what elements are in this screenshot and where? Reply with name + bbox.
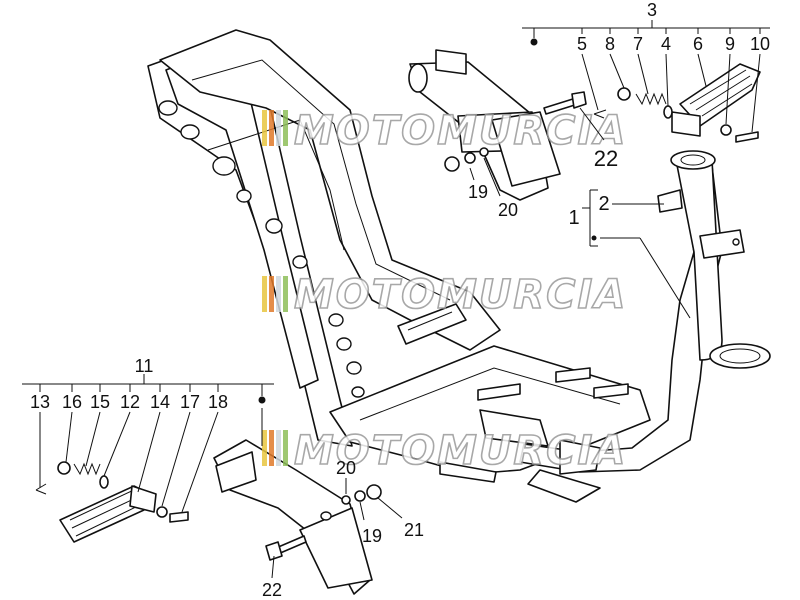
callout-18: 18 (208, 392, 228, 412)
washer-17 (156, 506, 168, 518)
callout-6: 6 (693, 34, 703, 54)
callout-4: 4 (661, 34, 671, 54)
watermark-1: MOTOMURCIA (262, 107, 627, 155)
washer-4 (663, 105, 673, 119)
callout-8: 8 (605, 34, 615, 54)
pin-13 (35, 483, 47, 495)
callout-dot-left (258, 396, 266, 404)
right-footrest-bracket (408, 49, 561, 201)
spring-7 (635, 92, 667, 106)
scooter-frame (147, 29, 771, 503)
leader-lines (22, 20, 770, 579)
callout-15: 15 (90, 392, 110, 412)
callout-17: 17 (180, 392, 200, 412)
callout-3: 3 (647, 0, 657, 20)
callout-22-top: 22 (594, 146, 618, 171)
watermark-2: MOTOMURCIA (262, 271, 627, 319)
watermark-3: MOTOMURCIA (262, 427, 627, 475)
callout-10: 10 (750, 34, 770, 54)
washer-9 (720, 124, 732, 136)
bolt-22-top (543, 91, 587, 115)
callout-16: 16 (62, 392, 82, 412)
callout-13: 13 (30, 392, 50, 412)
pin-5 (593, 109, 607, 119)
callout-dot-top (530, 38, 538, 46)
callout-21: 21 (404, 520, 424, 540)
nut-washer-top (444, 147, 489, 172)
footrest-left (59, 485, 157, 543)
callout-19-top: 19 (468, 182, 488, 202)
callout-22-bottom: 22 (262, 580, 282, 600)
watermark-text-2: MOTOMURCIA (294, 272, 627, 318)
washer-12 (99, 475, 109, 489)
ball-8 (617, 87, 631, 101)
callout-labels: 3 5 8 7 4 6 9 10 22 19 20 1 2 11 13 16 1… (30, 0, 770, 600)
frame-holes (158, 100, 365, 398)
watermark-stripe (262, 110, 267, 146)
pin-18 (169, 511, 189, 523)
watermark-text-3: MOTOMURCIA (294, 428, 627, 474)
bolt-22-bottom (265, 535, 307, 561)
callout-2: 2 (598, 193, 609, 215)
watermark-text-1: MOTOMURCIA (294, 108, 627, 154)
callout-20-top: 20 (498, 200, 518, 220)
pin-10 (735, 131, 759, 143)
footrest-top (671, 63, 761, 137)
left-footrest-bracket (213, 439, 373, 595)
callout-19-bottom: 19 (362, 526, 382, 546)
callout-7: 7 (633, 34, 643, 54)
spring-15 (73, 462, 101, 476)
callout-5: 5 (577, 34, 587, 54)
nut-washer-bottom (341, 484, 382, 505)
callout-1: 1 (568, 207, 579, 229)
callout-11: 11 (135, 356, 154, 376)
callout-9: 9 (725, 34, 735, 54)
callout-20-bottom: 20 (336, 458, 356, 478)
callout-14: 14 (150, 392, 170, 412)
callout-12: 12 (120, 392, 140, 412)
ball-16 (57, 461, 71, 475)
